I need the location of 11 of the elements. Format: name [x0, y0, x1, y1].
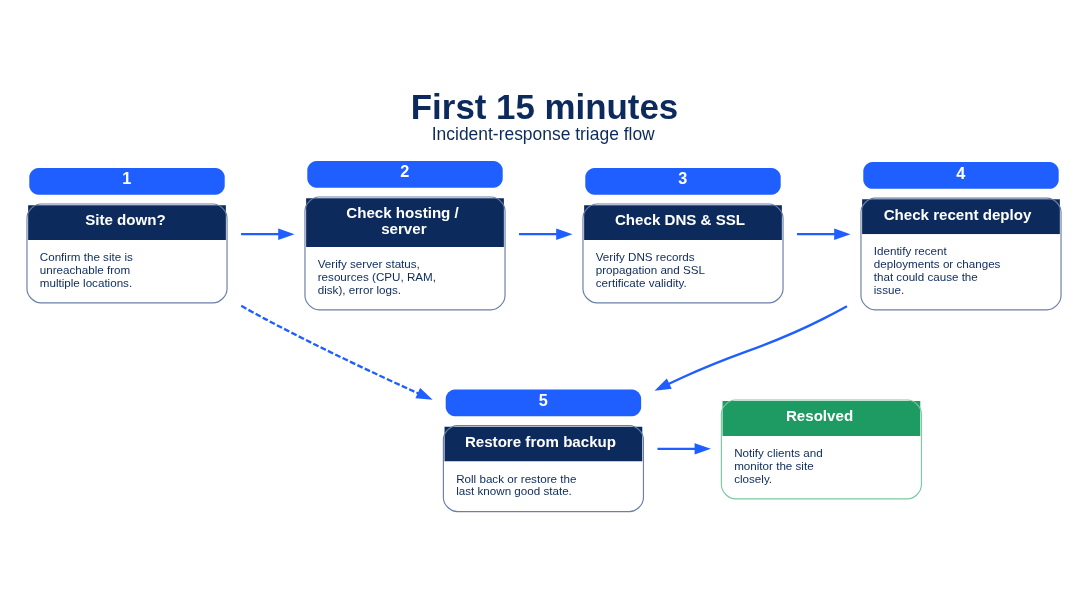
- arrow: [797, 228, 851, 240]
- node-label: 1: [122, 169, 132, 188]
- node-label: 5: [538, 391, 548, 410]
- arrow: [241, 228, 295, 240]
- arrow: [519, 228, 573, 240]
- arrow: [654, 305, 848, 391]
- node-label: 4: [956, 163, 966, 182]
- node-label: 2: [400, 162, 410, 181]
- node-label: 3: [678, 169, 688, 188]
- arrow: [657, 443, 711, 455]
- arrow: [240, 304, 433, 400]
